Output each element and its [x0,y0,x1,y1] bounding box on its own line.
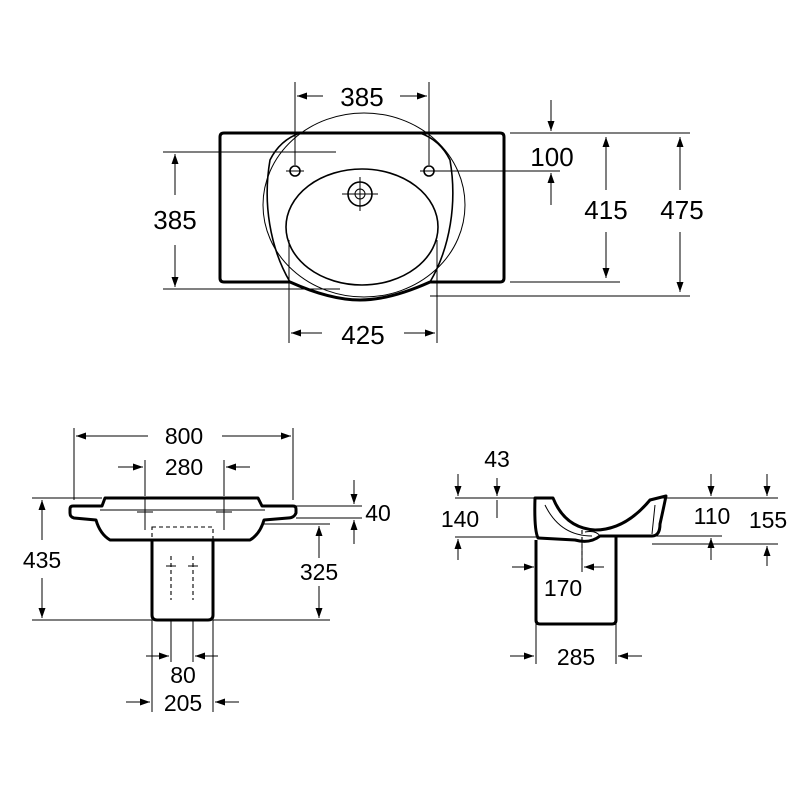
top-view: 385 385 100 415 475 425 [153,82,704,350]
dim-bowl-width: 425 [341,320,384,350]
front-view: 800 280 435 40 325 80 [23,423,391,716]
bowl [285,168,439,286]
dim-edge-to-taps: 100 [530,142,573,172]
dim-front-height: 435 [23,547,61,573]
dim-basin-depth: 415 [584,195,627,225]
basin-rim-outer [262,112,466,298]
dim-pipe-spacing: 80 [170,662,196,688]
dim-rim-offset: 43 [484,446,510,472]
dim-total-height: 155 [749,507,787,533]
dim-side-depth: 385 [153,205,196,235]
dim-pedestal-height: 325 [300,559,338,585]
dim-pedestal-width: 205 [164,690,202,716]
dim-front-width: 800 [165,423,203,449]
dim-pedestal-depth: 285 [557,644,595,670]
front-pedestal [150,540,215,622]
side-basin [533,494,668,543]
dim-overall-depth: 475 [660,195,703,225]
dim-tap-spacing: 385 [340,82,383,112]
dim-fixing-spacing: 280 [165,454,203,480]
side-view: 43 140 110 155 170 285 [441,446,787,670]
dim-waste-offset: 170 [544,575,582,601]
dim-waste-height: 110 [694,503,731,529]
dim-bowl-depth: 140 [441,506,479,532]
side-pedestal [534,536,618,626]
dim-rim-thickness: 40 [365,500,391,526]
front-basin [68,496,298,542]
basin-outline [218,131,506,302]
